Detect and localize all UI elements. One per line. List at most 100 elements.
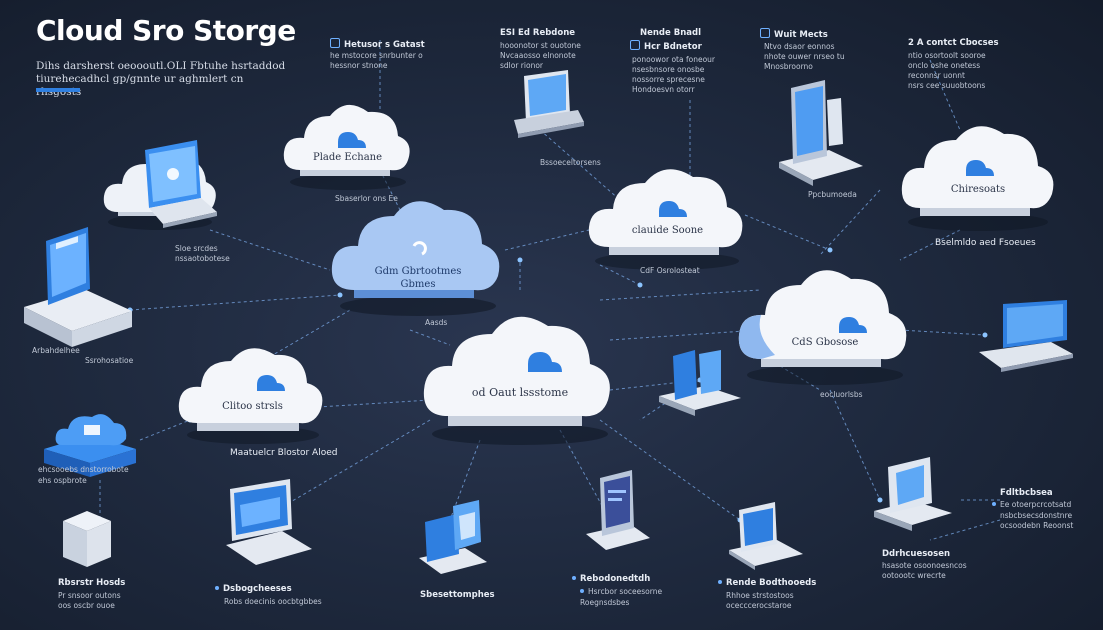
label-top-3-line: Hondoesvn otorr [632, 85, 695, 94]
node-label: Sloe srcdes [175, 244, 218, 253]
node-label: eocluorlsbs [820, 390, 863, 399]
cloud-node: Chiresoats [898, 112, 1058, 232]
label-top-2-line: hooonotor st ouotone [500, 41, 581, 50]
laptop-device [975, 300, 1075, 375]
label-top-1-line: he mstocore snrbunter o [330, 51, 423, 60]
bullet-icon [580, 589, 584, 593]
link-line [899, 229, 961, 261]
subtitle-line: Dihs darsherst oeoooutl.OLI Fbtuhe hsrta… [36, 60, 286, 72]
label-top-2-line: sdlor rionor [500, 61, 543, 70]
link-line [409, 329, 451, 346]
label-bottom-4: Rebodonedtdh [572, 574, 650, 585]
label-bottom-2-line: Robs doecinis oocbtgbbes [224, 597, 322, 606]
cloud-node: Clitoo strsls [175, 335, 330, 445]
link-line [744, 214, 831, 251]
label-top-5-line: nsrs cee suuobtoons [908, 81, 986, 90]
cloud-node: CdS Gbosose [735, 255, 915, 385]
label-top-5-line: onclo oshe onetess [908, 61, 981, 70]
cloud-label: clauide Soone [631, 225, 704, 236]
node-label: Aasds [425, 318, 448, 327]
label-bottom-1-line: oos oscbr ouoe [58, 601, 115, 610]
label-bottom-6-line: hsasote osoonoesncos [882, 561, 967, 570]
bullet-icon [992, 502, 996, 506]
cloud-label: Gbmes [400, 279, 436, 290]
cloud-node: clauide Soone [585, 155, 750, 270]
label-top-3-sub: Hcr Bdnetor [630, 40, 702, 53]
monitor-device [725, 500, 805, 575]
label-bottom-4-line: Hsrcbor soceesorne [580, 587, 662, 596]
link-line [599, 289, 761, 301]
label-top-5-line: reconnsr uonnt [908, 71, 965, 80]
label-top-5: 2 A contct Cbocses [908, 38, 999, 48]
cloud-node: Plade Echane [280, 90, 415, 190]
server-device [870, 455, 955, 535]
label-bottom-7-line: nsbcbsecsdonstnre [1000, 511, 1073, 520]
bullet-icon [718, 580, 722, 584]
laptop-device [415, 500, 490, 585]
node-label: nssaotobotese [175, 254, 230, 263]
link-line [599, 419, 741, 521]
label-top-3: Nende Bnadl [640, 28, 702, 38]
node-label: ehcsooebs dnstorrobote [38, 465, 129, 474]
node-label: Bselmldo aed Fsoeues [935, 238, 1036, 248]
cloud-label: Gdm Gbrtootmes [374, 266, 462, 277]
label-top-1-line: hessnor stnone [330, 61, 388, 70]
label-bottom-1-line: Pr snsoor outons [58, 591, 121, 600]
label-top-4-line: nhote ouwer nrseo tu [764, 52, 845, 61]
label-top-3-line: nsesbnsore onosbe [632, 65, 705, 74]
link-line [829, 389, 881, 501]
monitor-device [220, 475, 315, 570]
cloud-box-device [40, 405, 140, 480]
label-bottom-6: Ddrhcuesosen [882, 549, 951, 559]
cloud-label: Plade Echane [312, 152, 383, 163]
page-title: Cloud Sro Storge [36, 14, 296, 47]
label-bottom-5-line: Rhhoe strstostoos [726, 591, 794, 600]
label-bottom-7-line: ocsoodebn Reoonst [1000, 521, 1074, 530]
label-bottom-1: Rbsrstr Hosds [58, 578, 126, 588]
cloud-node: od Oaut lssstome [420, 300, 620, 445]
link-line [769, 359, 821, 391]
server-box-device [55, 505, 120, 575]
label-bottom-7: Fdltbcbsea [1000, 488, 1053, 498]
label-bottom-2: Dsbogcheeses [215, 584, 292, 595]
link-line [139, 419, 191, 441]
label-bottom-5: Rende Bodthooeds [718, 578, 816, 589]
cloud-label: od Oaut lssstome [471, 386, 569, 399]
cloud-label: Chiresoats [950, 184, 1006, 195]
cloud-label: CdS Gbosose [791, 337, 859, 348]
page-subtitle: Dihs darsherst oeoooutl.OLI Fbtuhe hsrta… [36, 60, 286, 99]
label-top-2: ESI Ed Rebdone [500, 28, 576, 38]
label-top-4: Wuit Mects [760, 28, 828, 41]
subtitle-line: tiurehecadhcl gp/gnnte ur aghmlert cn rh… [36, 73, 244, 98]
link-line [819, 189, 881, 256]
node-label: Ssrohosatioe [85, 356, 134, 365]
tablet-device [580, 470, 655, 560]
link-line [209, 229, 331, 271]
label-top-4-line: Ntvo dsaor eonnos [764, 42, 835, 51]
label-top-3-line: nossorre sprecesne [632, 75, 705, 84]
label-bottom-6-line: ootoootc wrecrte [882, 571, 946, 580]
monitor-device [510, 70, 585, 140]
server-icon [630, 40, 640, 50]
label-top-2-line: Nvcaaosso elnonote [500, 51, 576, 60]
link-line [929, 519, 1001, 541]
tablet-device [775, 80, 865, 190]
monitor-icon [760, 28, 770, 38]
link-line [609, 329, 761, 341]
node-label: Bssoeceltorsens [540, 158, 601, 167]
node-label: Ppcbumoeda [808, 190, 857, 199]
link-line [929, 59, 961, 131]
title-accent-bar [36, 88, 80, 92]
label-bottom-7-line: Ee otoerpcrcotsatd [992, 500, 1071, 509]
label-bottom-4-line: Roegnsdsbes [580, 598, 630, 607]
label-top-5-line: ntio osortoolt sooroe [908, 51, 986, 60]
link-line [129, 294, 341, 311]
label-bottom-3: Sbesettomphes [420, 590, 495, 600]
node-label: ehs ospbrote [38, 476, 87, 485]
label-top-3-line: ponoowor ota foneour [632, 55, 716, 64]
link-line [899, 329, 986, 336]
label-top-4-line: Mnosbroorno [764, 62, 813, 71]
label-bottom-5-line: ocecccerocstaroe [726, 601, 792, 610]
monitor-device [20, 225, 135, 350]
